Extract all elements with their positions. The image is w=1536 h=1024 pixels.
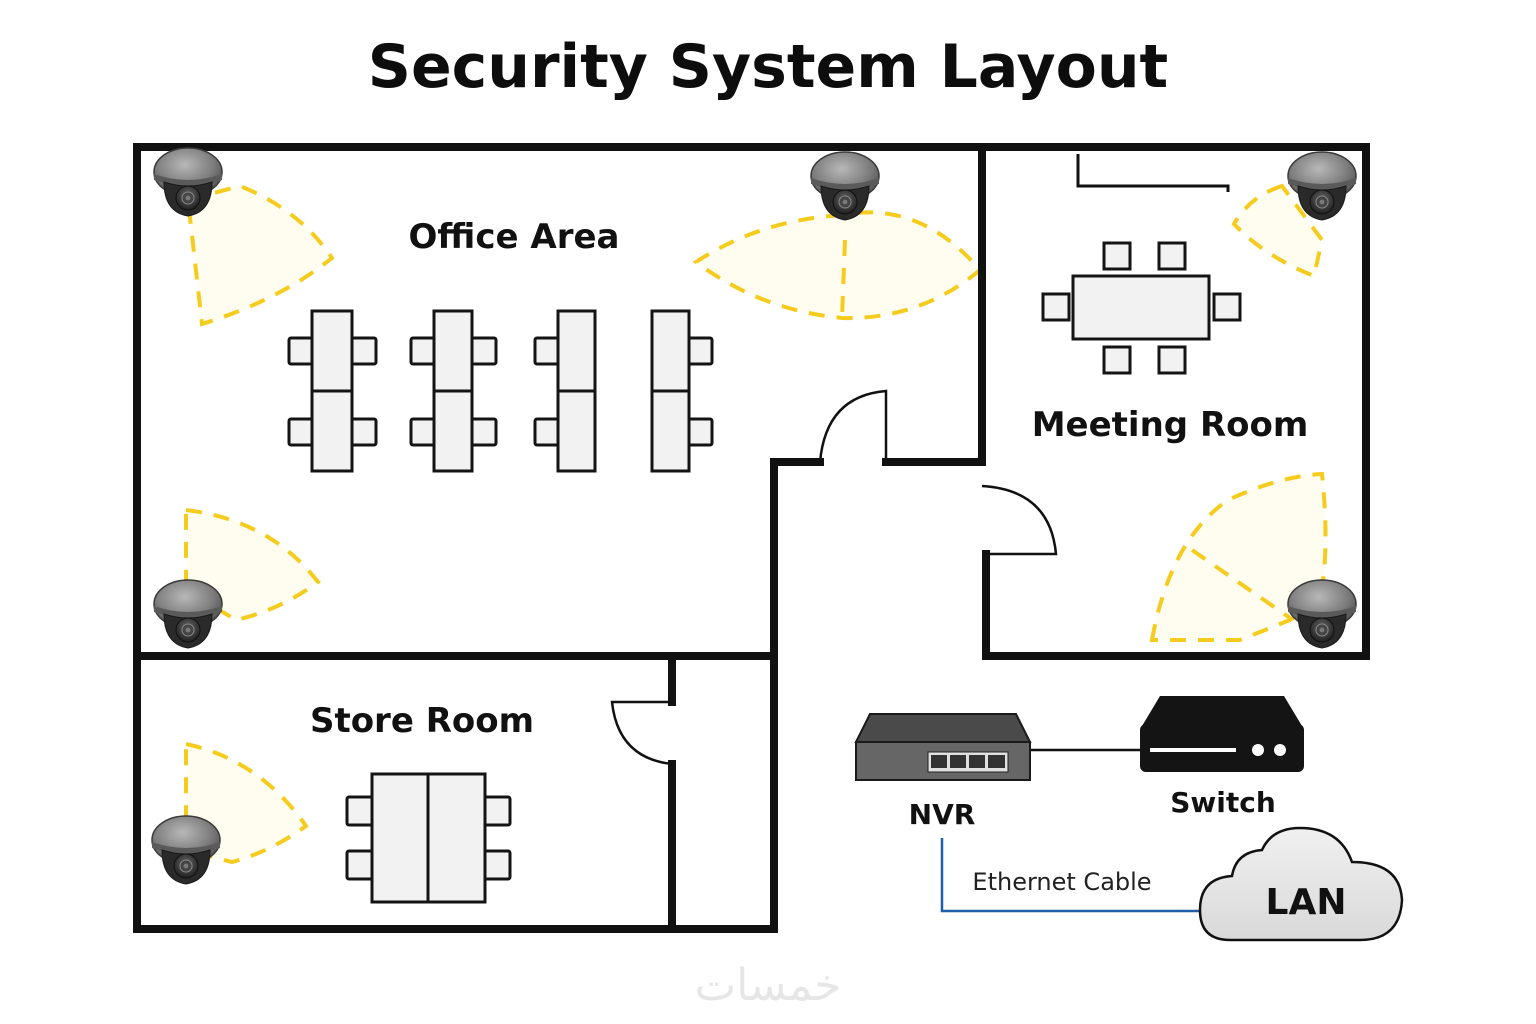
- door-meeting[interactable]: [981, 484, 1058, 556]
- lan-cloud-icon[interactable]: [1198, 826, 1404, 942]
- chair: [482, 849, 512, 881]
- chair: [1212, 292, 1242, 322]
- camera-icon[interactable]: [1287, 579, 1357, 649]
- fov-meeting-bottom-right-divider: [1190, 548, 1292, 620]
- desk-group-3: [533, 309, 597, 473]
- meeting-table: [1071, 274, 1211, 341]
- desk-group-4: [650, 309, 714, 473]
- chair: [482, 795, 512, 827]
- desk: [432, 309, 474, 393]
- desk-group-2: [409, 309, 498, 473]
- ethernet-cable-label: Ethernet Cable: [972, 868, 1151, 896]
- desk-group-1: [287, 309, 378, 473]
- chair: [348, 417, 378, 447]
- fov-office-top-center-divider: [840, 239, 847, 319]
- lan-label: LAN: [1266, 882, 1347, 923]
- room-label-office: Office Area: [409, 217, 620, 257]
- doors: [610, 389, 1058, 766]
- chair: [468, 336, 498, 366]
- store-table-set: [345, 772, 512, 904]
- switch-icon[interactable]: [1140, 696, 1304, 772]
- fov-meeting-top-right: [1231, 183, 1325, 279]
- desk: [310, 309, 354, 393]
- camera-icon[interactable]: [153, 579, 223, 649]
- chair: [348, 336, 378, 366]
- desk: [310, 389, 354, 473]
- camera-fov-layer: [184, 183, 1328, 865]
- chair: [1102, 345, 1132, 375]
- nvr-icon[interactable]: [854, 713, 1032, 781]
- desk: [432, 389, 474, 473]
- fov-office-top-center: [692, 210, 983, 321]
- walls: [133, 143, 1370, 933]
- chair: [468, 417, 498, 447]
- network: NVR Switch Ethernet Cable LAN: [854, 696, 1404, 942]
- room-label-meeting: Meeting Room: [1032, 405, 1309, 445]
- door-store[interactable]: [610, 700, 673, 766]
- fov-meeting-bottom-right: [1149, 471, 1328, 642]
- chair: [345, 849, 375, 881]
- desk: [556, 389, 597, 473]
- room-label-store: Store Room: [310, 701, 534, 741]
- camera-icon[interactable]: [151, 815, 221, 885]
- page-title: Security System Layout: [367, 32, 1169, 102]
- desk: [556, 309, 597, 393]
- meeting-table-set: [1041, 241, 1242, 375]
- chair: [1157, 241, 1187, 271]
- chair: [1157, 345, 1187, 375]
- chair: [345, 795, 375, 827]
- fov-office-bottom-left: [184, 507, 321, 623]
- camera-icon[interactable]: [810, 151, 880, 221]
- nvr-label: NVR: [909, 798, 976, 831]
- switch-label: Switch: [1170, 786, 1276, 819]
- desk: [650, 389, 691, 473]
- office-desks: [287, 309, 714, 473]
- meeting-partition: [1076, 154, 1230, 192]
- watermark: خمسات: [695, 960, 842, 1011]
- door-office[interactable]: [818, 389, 888, 463]
- desk: [650, 309, 691, 393]
- chair: [1102, 241, 1132, 271]
- chair: [1041, 292, 1071, 322]
- fov-office-top-left: [185, 183, 335, 327]
- ethernet-cable: [940, 838, 1202, 913]
